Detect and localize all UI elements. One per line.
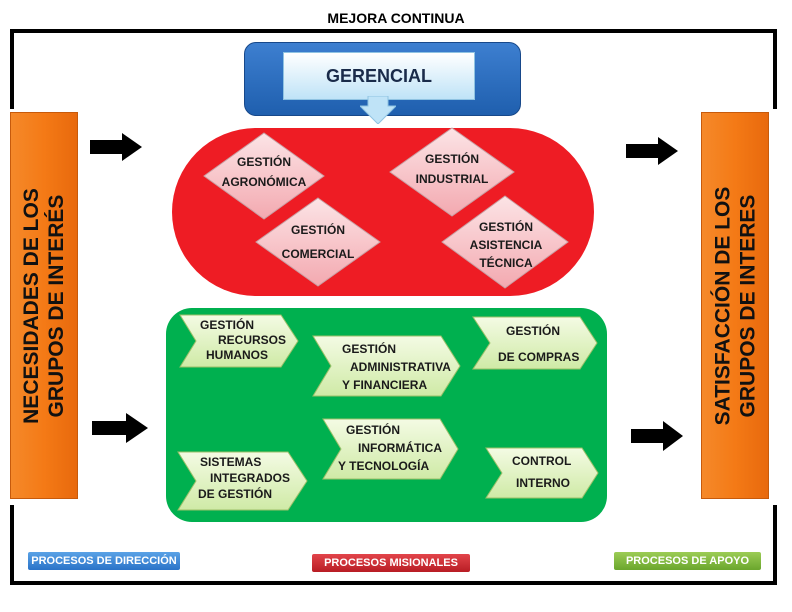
legend-misionales: PROCESOS MISIONALES — [312, 554, 470, 572]
legend-direccion: PROCESOS DE DIRECCIÓN — [28, 552, 180, 570]
satisfaction-panel-label: SATISFACCIÓN DE LOS GRUPOS DE INTERES — [711, 186, 760, 425]
cycle-frame-right-bottom — [773, 505, 777, 585]
arrow-right-icon — [90, 133, 142, 161]
gestion-industrial-label: GESTIÓN INDUSTRIAL — [415, 152, 489, 186]
gestion-comercial-label: GESTIÓN COMERCIAL — [281, 223, 355, 261]
satisfaction-panel: SATISFACCIÓN DE LOS GRUPOS DE INTERES — [701, 112, 769, 499]
gerencial-label: GERENCIAL — [283, 52, 475, 100]
needs-panel: NECESIDADES DE LOS GRUPOS DE INTERÉS — [10, 112, 78, 499]
diagram-title: MEJORA CONTINUA — [327, 10, 465, 26]
cycle-frame-top — [10, 29, 777, 33]
legend-apoyo: PROCESOS DE APOYO — [614, 552, 761, 570]
recursos-humanos-label: GESTIÓN RECURSOS HUMANOS — [200, 318, 287, 362]
cycle-frame-left-bottom — [10, 505, 14, 585]
arrow-right-icon — [631, 421, 683, 451]
down-arrow-icon — [360, 96, 396, 124]
arrow-right-icon — [626, 137, 678, 165]
informatica-label: GESTIÓN INFORMÁTICA Y TECNOLOGÍA — [338, 423, 442, 473]
gestion-asistencia-label: GESTIÓN ASISTENCIA TÉCNICA — [469, 220, 543, 270]
sistemas-label: SISTEMAS INTEGRADOS DE GESTIÓN — [198, 455, 291, 501]
control-interno-label: CONTROL INTERNO — [512, 454, 572, 490]
compras-label: GESTIÓN DE COMPRAS — [498, 324, 580, 364]
administrativa-label: GESTIÓN ADMINISTRATIVA Y FINANCIERA — [342, 342, 451, 392]
cycle-frame-right-top — [773, 29, 777, 109]
cycle-frame-bottom — [10, 581, 777, 585]
cycle-frame-left-top — [10, 29, 14, 109]
gestion-agronomica-label: GESTIÓN AGRONÓMICA — [221, 155, 307, 189]
needs-panel-label: NECESIDADES DE LOS GRUPOS DE INTERÉS — [20, 187, 68, 424]
arrow-right-icon — [92, 413, 148, 443]
